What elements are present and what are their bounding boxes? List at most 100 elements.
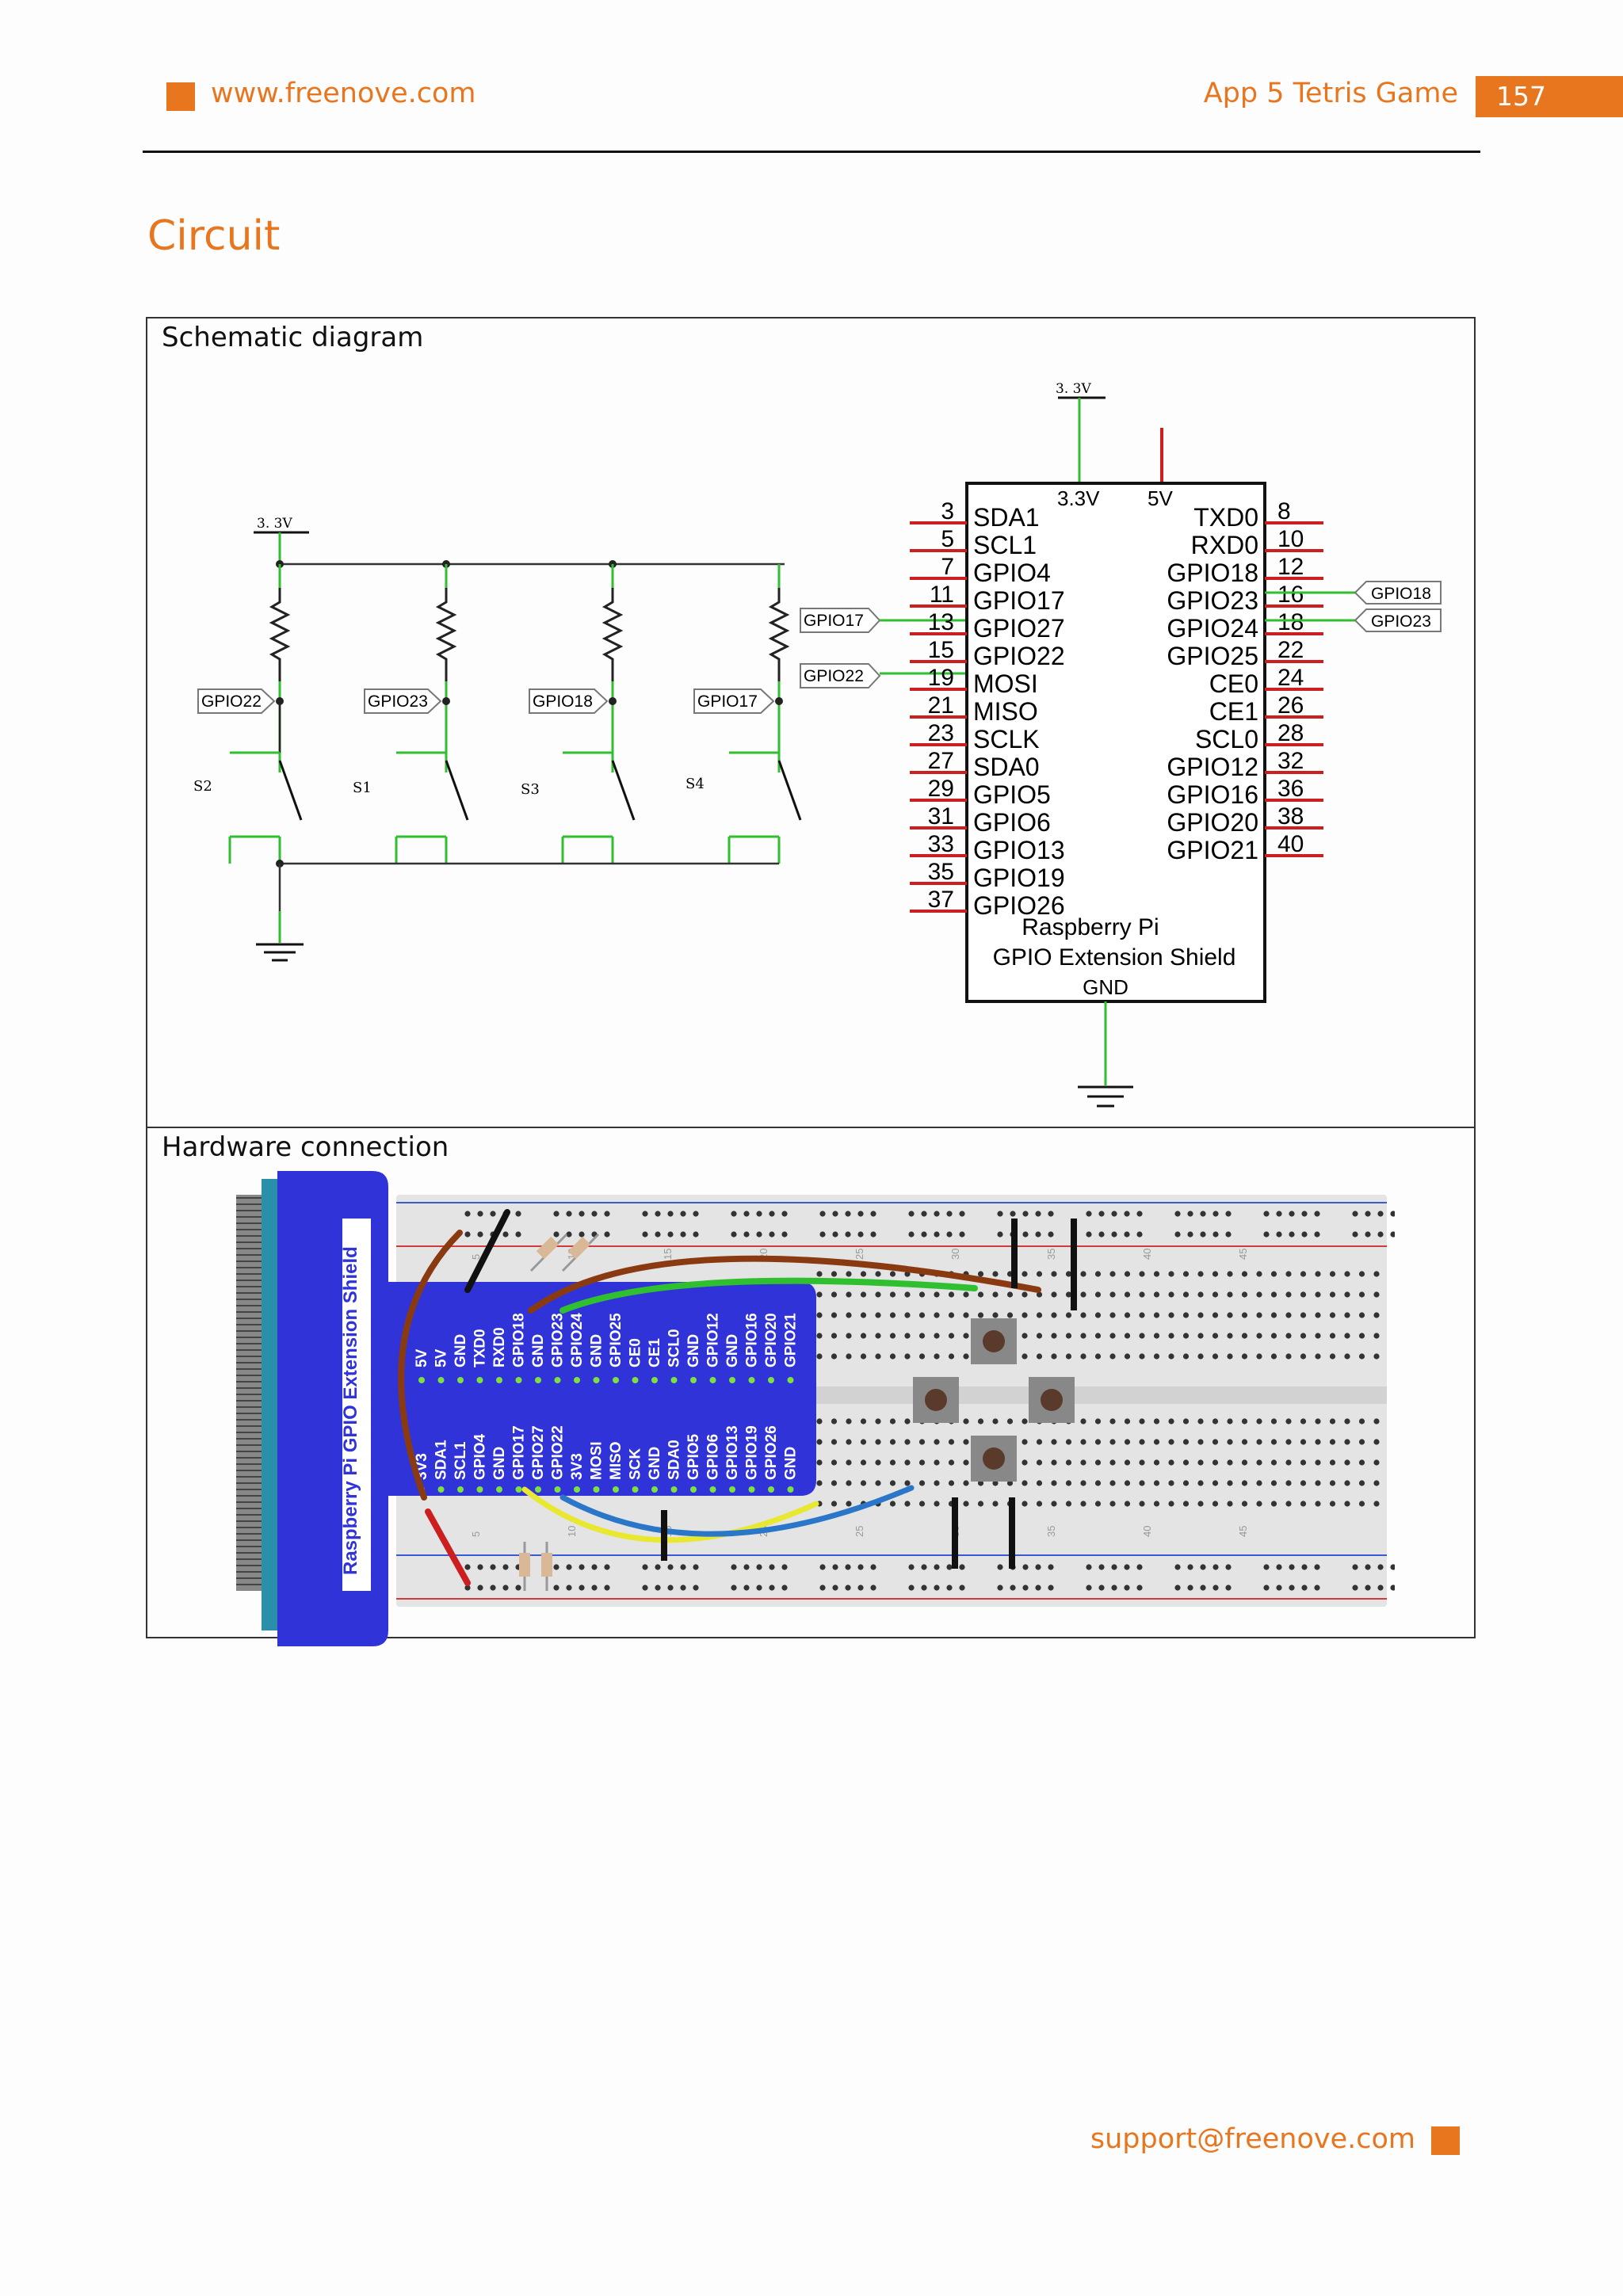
shield-right-pin-name: GPIO25 — [1167, 642, 1258, 670]
shield-top-pin-label: GPIO20 — [763, 1313, 780, 1367]
breadboard-holes — [464, 1211, 1395, 1591]
shield-silkscreen-label: Raspberry Pi GPIO Extension Shield — [340, 1246, 361, 1575]
shield-top-pin-label: CE1 — [647, 1338, 663, 1367]
shield-left-pin-name: SDA1 — [973, 503, 1040, 532]
shield-top-pin-label: GPIO23 — [550, 1313, 567, 1367]
left-supply-label: 3. 3V — [257, 516, 292, 532]
shield-right-pin-name: GPIO18 — [1167, 559, 1258, 587]
shield-bottom-pin-label: SDA1 — [433, 1440, 450, 1480]
shield-bottom-pin-label: GPIO6 — [705, 1434, 722, 1480]
shield-right-pin-number: 36 — [1277, 776, 1304, 802]
branch-2 — [395, 564, 469, 864]
wire-green — [559, 1277, 978, 1314]
shield-right-pins: 8TXD010RXD012GPIO1816GPIO2318GPIO2422GPI… — [1167, 498, 1323, 864]
shield-name-line2: GPIO Extension Shield — [993, 944, 1236, 971]
wire-brown-long — [528, 1255, 1041, 1314]
svg-text:GPIO22: GPIO22 — [201, 692, 262, 711]
gpio-shield-block: 3.3V 5V Raspberry Pi GPIO Extension Shie… — [965, 482, 1266, 1003]
wire-blue — [559, 1485, 915, 1537]
shield-top-pin-label: GND — [453, 1334, 469, 1367]
header-logo-square — [166, 82, 195, 111]
branch-3 — [561, 564, 636, 864]
shield-left-pin-name: GPIO6 — [973, 808, 1051, 837]
shield-right-pin-number: 38 — [1277, 803, 1304, 830]
shield-right-pin-number: 12 — [1277, 554, 1304, 580]
shield-right-pin-number: 22 — [1277, 637, 1304, 663]
page-number-badge: 157 — [1476, 76, 1623, 117]
shield-left-pin-number: 37 — [928, 887, 954, 913]
shield-bottom-pin-label: GPIO17 — [511, 1425, 528, 1480]
switch-label-s1: S1 — [353, 780, 372, 796]
shield-top-pin-label: TXD0 — [472, 1329, 489, 1367]
shield-left-pin-name: GPIO4 — [973, 559, 1051, 587]
branch-1 — [228, 564, 303, 864]
switch-label-s2: S2 — [193, 778, 212, 795]
shield-left-pin-name: GPIO27 — [973, 614, 1065, 643]
right-tag-gpio23: GPIO23 — [1265, 608, 1442, 632]
shield-ground-symbol — [1078, 1001, 1133, 1108]
left-tag-gpio17: GPIO17 — [800, 608, 967, 633]
svg-text:GPIO23: GPIO23 — [1371, 612, 1431, 631]
column-number-top: 5 — [470, 1254, 482, 1260]
column-number-top: 40 — [1141, 1249, 1153, 1260]
shield-pin-3v3: 3.3V — [1057, 486, 1100, 510]
shield-left-pin-number: 15 — [928, 637, 954, 663]
footer-logo-square — [1431, 2126, 1460, 2155]
shield-name-line1: Raspberry Pi — [1022, 914, 1159, 940]
left-supply-symbol: 3. 3V — [254, 516, 309, 564]
shield-top-pin-label: RXD0 — [491, 1327, 508, 1367]
svg-text:GPIO18: GPIO18 — [533, 692, 593, 711]
shield-left-pin-name: GPIO17 — [973, 586, 1065, 615]
shield-top-pin-label: GPIO24 — [569, 1313, 586, 1367]
shield-right-pin-number: 28 — [1277, 720, 1304, 746]
header-url[interactable]: www.freenove.com — [211, 78, 476, 109]
shield-top-pin-label: GND — [685, 1334, 702, 1367]
shield-bottom-pin-label: GPIO19 — [744, 1425, 761, 1480]
shield-left-pin-number: 27 — [928, 748, 954, 774]
resistor-bottom-2 — [541, 1542, 552, 1591]
left-tag-gpio22: GPIO22 — [800, 663, 967, 688]
shield-left-pin-name: MISO — [973, 697, 1038, 726]
shield-bottom-pin-label: GPIO22 — [550, 1425, 567, 1480]
net-tag-gpio23: GPIO23 — [364, 688, 442, 714]
svg-text:GPIO22: GPIO22 — [804, 667, 864, 685]
shield-bottom-pin-label: SDA0 — [666, 1440, 683, 1480]
shield-left-pin-number: 31 — [928, 803, 954, 830]
shield-left-pin-name: GPIO5 — [973, 780, 1051, 809]
wire-yellow — [521, 1486, 819, 1543]
column-number-bottom: 35 — [1045, 1526, 1057, 1537]
shield-left-pin-number: 33 — [928, 831, 954, 857]
schematic-caption: Schematic diagram — [162, 322, 424, 353]
shield-left-pin-number: 3 — [941, 498, 954, 524]
column-number-bottom: 25 — [854, 1526, 865, 1537]
svg-text:GPIO17: GPIO17 — [804, 612, 864, 630]
switch-label-s4: S4 — [685, 776, 705, 792]
shield-bottom-pin-label: 3V3 — [569, 1453, 586, 1480]
push-button-right — [1029, 1377, 1075, 1423]
footer-support-email[interactable]: support@freenove.com — [1090, 2123, 1415, 2155]
shield-top-pin-label: GPIO18 — [511, 1313, 528, 1367]
shield-top-pin-label: GPIO25 — [608, 1313, 624, 1367]
shield-left-pin-name: SCLK — [973, 725, 1040, 753]
shield-top-pin-label: GND — [530, 1334, 547, 1367]
shield-right-pin-number: 40 — [1277, 831, 1304, 857]
shield-right-pin-number: 26 — [1277, 692, 1304, 719]
shield-bottom-pin-label: GND — [647, 1447, 663, 1480]
shield-top-pin-label: 5V — [433, 1348, 450, 1367]
shield-bottom-pin-label: MISO — [608, 1441, 624, 1480]
shield-top-pin-label: GPIO16 — [744, 1313, 761, 1367]
switch-label-s3: S3 — [521, 781, 540, 798]
shield-top-pin-label: 5V — [414, 1348, 430, 1367]
shield-right-pin-name: GPIO23 — [1167, 586, 1258, 615]
column-number-top: 35 — [1045, 1249, 1057, 1260]
shield-right-pin-name: GPIO16 — [1167, 780, 1258, 809]
net-tag-gpio18: GPIO18 — [529, 688, 609, 714]
section-title: Circuit — [147, 212, 281, 260]
header-chapter-title: App 5 Tetris Game — [1203, 78, 1458, 109]
right-tag-gpio18: GPIO18 — [1265, 581, 1442, 605]
shield-left-pin-name: MOSI — [973, 669, 1038, 698]
shield-bottom-pin-label: GPIO4 — [472, 1433, 489, 1480]
shield-supply-label: 3. 3V — [1056, 381, 1091, 397]
